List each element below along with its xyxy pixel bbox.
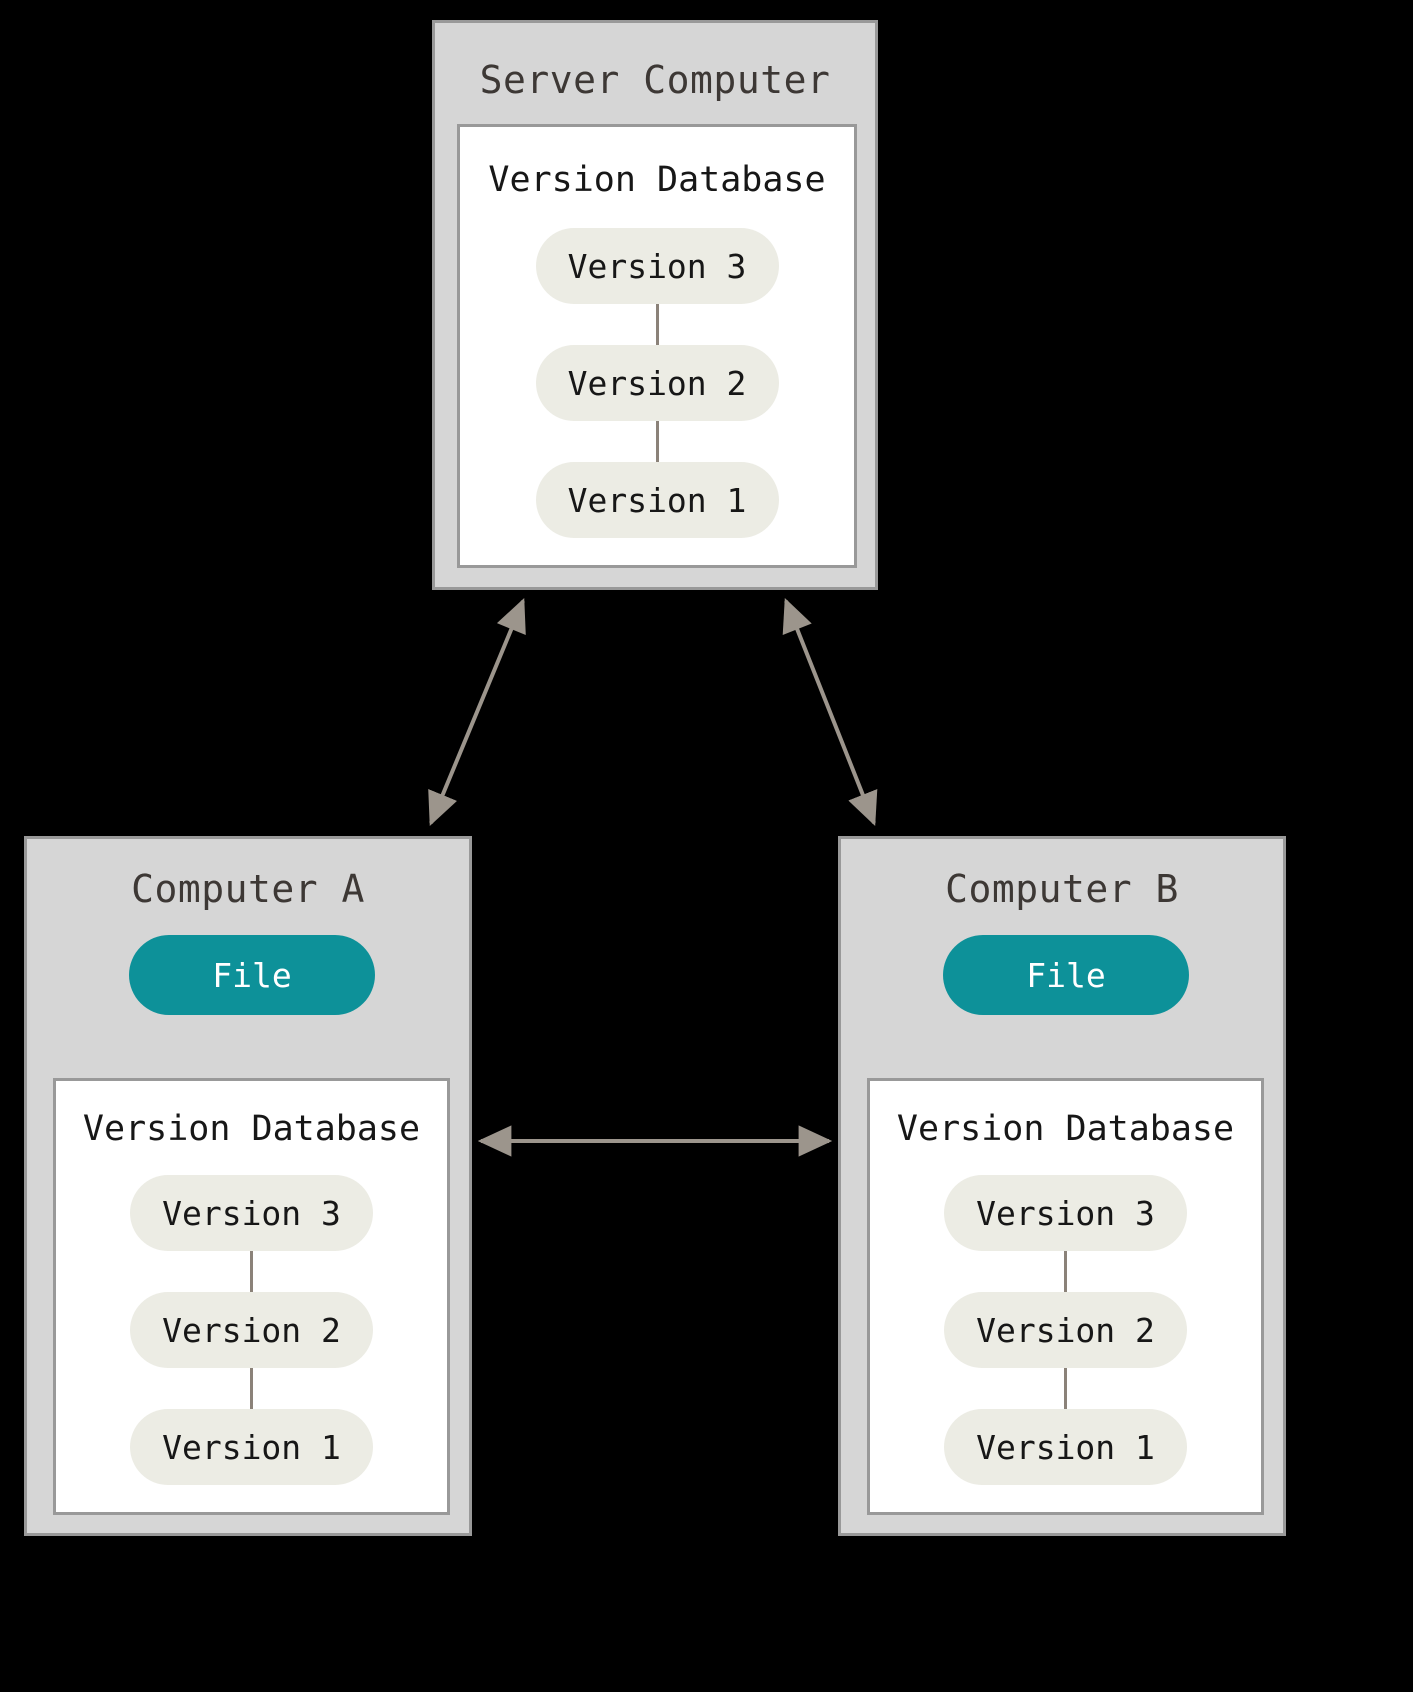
computer-b-title: Computer B xyxy=(945,867,1179,911)
computer-b-version-stack: Version 3 Version 2 Version 1 xyxy=(870,1175,1261,1485)
version-pill[interactable]: Version 1 xyxy=(130,1409,373,1485)
version-pill[interactable]: Version 2 xyxy=(535,345,779,421)
computer-b-box[interactable]: Computer B File Version Database Version… xyxy=(838,836,1286,1536)
version-pill[interactable]: Version 3 xyxy=(944,1175,1187,1251)
computer-a-version-stack: Version 3 Version 2 Version 1 xyxy=(56,1175,447,1485)
version-connector-line xyxy=(1064,1251,1067,1292)
version-pill[interactable]: Version 1 xyxy=(944,1409,1187,1485)
version-pill[interactable]: Version 2 xyxy=(130,1292,373,1368)
version-connector-line xyxy=(250,1368,253,1409)
computer-b-version-database-panel[interactable]: Version Database Version 3 Version 2 Ver… xyxy=(867,1078,1264,1515)
arrow-server-to-computer-b xyxy=(782,598,878,826)
version-pill[interactable]: Version 2 xyxy=(944,1292,1187,1368)
computer-a-version-database-title: Version Database xyxy=(82,1109,421,1149)
version-connector-line xyxy=(655,421,659,462)
version-pill[interactable]: Version 3 xyxy=(535,228,779,304)
version-pill[interactable]: Version 1 xyxy=(535,462,779,538)
server-computer-title: Server Computer xyxy=(479,58,831,102)
computer-a-file-pill[interactable]: File xyxy=(129,935,375,1015)
version-connector-line xyxy=(250,1251,253,1292)
server-version-database-title: Version Database xyxy=(488,160,826,200)
computer-a-version-database-panel[interactable]: Version Database Version 3 Version 2 Ver… xyxy=(53,1078,450,1515)
computer-b-file-pill[interactable]: File xyxy=(943,935,1189,1015)
arrow-server-to-computer-a xyxy=(428,598,526,826)
version-pill[interactable]: Version 3 xyxy=(130,1175,373,1251)
computer-a-title: Computer A xyxy=(131,867,365,911)
server-computer-box[interactable]: Server Computer Version Database Version… xyxy=(432,20,878,590)
server-version-database-panel[interactable]: Version Database Version 3 Version 2 Ver… xyxy=(457,124,857,568)
server-version-stack: Version 3 Version 2 Version 1 xyxy=(460,228,854,538)
version-connector-line xyxy=(1064,1368,1067,1409)
computer-b-version-database-title: Version Database xyxy=(896,1109,1235,1149)
computer-a-box[interactable]: Computer A File Version Database Version… xyxy=(24,836,472,1536)
version-connector-line xyxy=(655,304,659,345)
